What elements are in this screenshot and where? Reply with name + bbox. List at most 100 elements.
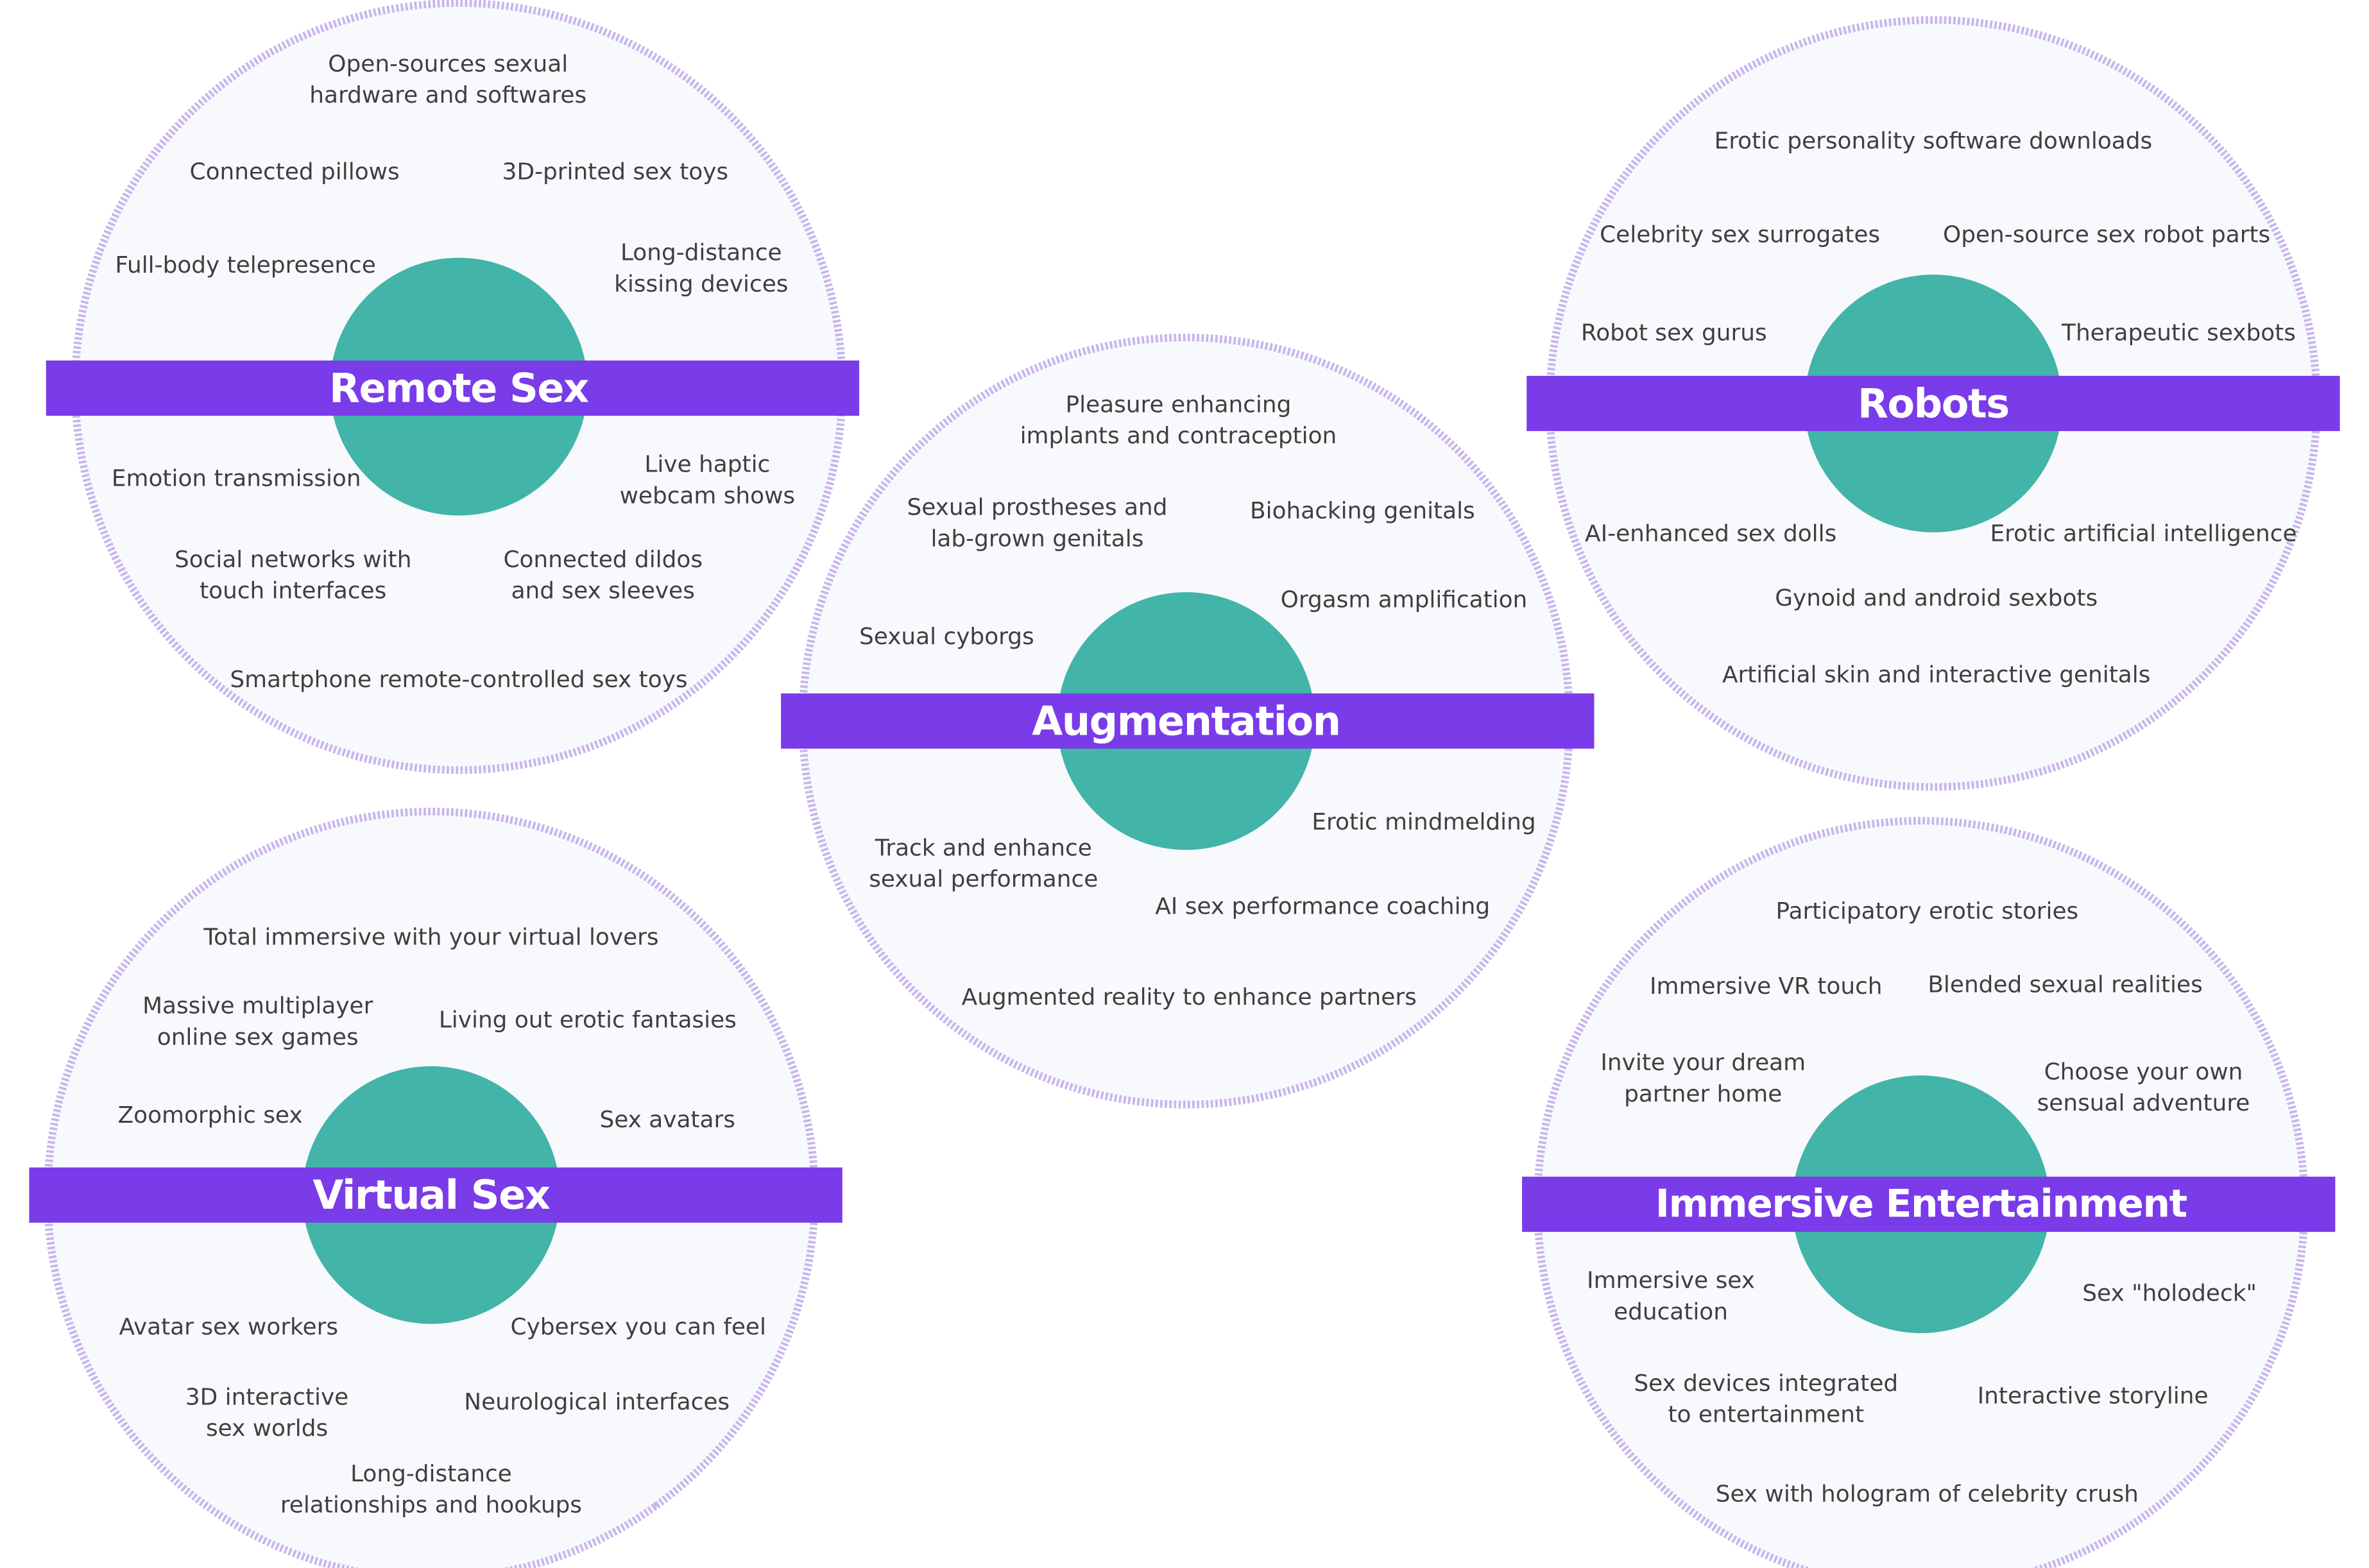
cluster-item: Neurological interfaces bbox=[464, 1389, 730, 1415]
cluster-item-line: partner home bbox=[1624, 1081, 1782, 1107]
cluster-item-line: sexual performance bbox=[869, 866, 1098, 892]
cluster-item: Immersive VR touch bbox=[1650, 973, 1883, 1000]
cluster-item: Artificial skin and interactive genitals bbox=[1722, 662, 2150, 688]
cluster-item: 3D interactive sex worlds bbox=[185, 1384, 348, 1442]
cluster-item: Sexual prostheses and lab-grown genitals bbox=[907, 495, 1167, 552]
cluster-item: Zoomorphic sex bbox=[118, 1102, 303, 1129]
cluster-item-line: online sex games bbox=[157, 1024, 359, 1050]
cluster-item-line: education bbox=[1614, 1299, 1728, 1325]
cluster-item-line: 3D-printed sex toys bbox=[502, 158, 728, 185]
cluster-item: AI-enhanced sex dolls bbox=[1585, 521, 1836, 547]
cluster-item-line: AI sex performance coaching bbox=[1155, 894, 1490, 920]
cluster-item-line: AI-enhanced sex dolls bbox=[1585, 521, 1836, 547]
cluster-item-line: Sex avatars bbox=[599, 1107, 735, 1133]
cluster-item-line: Long-distance bbox=[620, 240, 782, 266]
cluster-item-line: Total immersive with your virtual lovers bbox=[203, 925, 658, 951]
cluster-item: Gynoid and android sexbots bbox=[1775, 585, 2098, 611]
cluster-item: Massive multiplayer online sex games bbox=[142, 993, 373, 1051]
cluster-item: Biohacking genitals bbox=[1250, 498, 1475, 524]
cluster-item-line: Choose your own bbox=[2044, 1059, 2243, 1085]
cluster-item-line: Living out erotic fantasies bbox=[439, 1007, 737, 1034]
cluster-item-line: Connected dildos bbox=[503, 547, 703, 573]
cluster-item: Total immersive with your virtual lovers bbox=[203, 925, 658, 951]
cluster-item: Living out erotic fantasies bbox=[439, 1007, 737, 1034]
cluster-item-line: Orgasm amplification bbox=[1281, 586, 1528, 613]
cluster-item-line: Erotic mindmelding bbox=[1312, 809, 1535, 835]
cluster-item-line: hardware and softwares bbox=[309, 82, 586, 108]
cluster-item: Participatory erotic stories bbox=[1775, 898, 2078, 925]
cluster-item-line: Emotion transmission bbox=[112, 466, 361, 492]
cluster-item: Blended sexual realities bbox=[1928, 972, 2202, 998]
cluster-item: Erotic personality software downloads bbox=[1715, 128, 2153, 154]
cluster-title: Remote Sex bbox=[329, 364, 589, 411]
cluster-item-line: Smartphone remote-controlled sex toys bbox=[230, 667, 687, 693]
cluster-item-line: to entertainment bbox=[1668, 1402, 1864, 1428]
cluster-item: Sexual cyborgs bbox=[859, 624, 1034, 650]
cluster-item-line: Cybersex you can feel bbox=[511, 1314, 766, 1340]
cluster-item: Smartphone remote-controlled sex toys bbox=[230, 667, 687, 693]
cluster-item-line: Artificial skin and interactive genitals bbox=[1722, 662, 2150, 688]
cluster-title: Virtual Sex bbox=[312, 1172, 550, 1218]
cluster-title-band bbox=[46, 360, 860, 416]
cluster-item-line: Neurological interfaces bbox=[464, 1389, 730, 1415]
cluster-item-line: webcam shows bbox=[620, 482, 796, 509]
cluster-item: Sex avatars bbox=[599, 1107, 735, 1133]
cluster-item: Celebrity sex surrogates bbox=[1600, 221, 1880, 248]
cluster-item: Sex with hologram of celebrity crush bbox=[1716, 1481, 2139, 1508]
cluster-item: Long-distance kissing devices bbox=[614, 240, 788, 298]
cluster-item-line: lab-grown genitals bbox=[930, 525, 1143, 552]
cluster-title-band bbox=[781, 693, 1595, 749]
cluster-item-line: Invite your dream bbox=[1600, 1050, 1806, 1076]
cluster-item-line: Celebrity sex surrogates bbox=[1600, 221, 1880, 248]
cluster-item-line: relationships and hookups bbox=[280, 1492, 582, 1519]
cluster-item-line: Blended sexual realities bbox=[1928, 972, 2202, 998]
cluster-item-line: Sex with hologram of celebrity crush bbox=[1716, 1481, 2139, 1508]
cluster-item-line: sex worlds bbox=[206, 1415, 328, 1442]
cluster-item: 3D-printed sex toys bbox=[502, 158, 728, 185]
cluster-item-line: kissing devices bbox=[614, 271, 788, 297]
cluster-item-line: Sexual prostheses and bbox=[907, 495, 1167, 521]
cluster-item-line: Social networks with bbox=[175, 547, 412, 573]
cluster-item: Social networks with touch interfaces bbox=[175, 547, 412, 604]
cluster-item: Open-sources sexual hardware and software… bbox=[309, 51, 586, 108]
cluster-item-line: Connected pillows bbox=[190, 158, 400, 185]
cluster-title-band bbox=[1522, 1177, 2336, 1232]
cluster-item-line: Gynoid and android sexbots bbox=[1775, 585, 2098, 611]
cluster-item: Immersive sex education bbox=[1587, 1268, 1755, 1325]
cluster-item: Cybersex you can feel bbox=[511, 1314, 766, 1340]
cluster-item: Open-source sex robot parts bbox=[1943, 221, 2270, 248]
cluster-item: Robot sex gurus bbox=[1581, 320, 1767, 346]
cluster-item: Avatar sex workers bbox=[119, 1314, 339, 1340]
cluster-item-line: Augmented reality to enhance partners bbox=[962, 984, 1417, 1010]
cluster-item-line: 3D interactive bbox=[185, 1384, 348, 1410]
cluster-title: Immersive Entertainment bbox=[1655, 1182, 2187, 1227]
cluster-virtual-sex: Virtual Sex Total immersive with your vir… bbox=[29, 808, 842, 1568]
cluster-item-line: Robot sex gurus bbox=[1581, 320, 1767, 346]
cluster-item-line: Avatar sex workers bbox=[119, 1314, 339, 1340]
cluster-item-line: Massive multiplayer bbox=[142, 993, 373, 1019]
cluster-item: Connected pillows bbox=[190, 158, 400, 185]
cluster-item-line: Open-sources sexual bbox=[328, 51, 568, 77]
cluster-title-band bbox=[29, 1167, 842, 1223]
cluster-item: Orgasm amplification bbox=[1281, 586, 1528, 613]
cluster-immersive-entertainment: Immersive Entertainment Participatory ero… bbox=[1522, 817, 2336, 1568]
cluster-item: Augmented reality to enhance partners bbox=[962, 984, 1417, 1010]
cluster-item-line: Sex "holodeck" bbox=[2082, 1280, 2257, 1306]
cluster-item-line: touch interfaces bbox=[200, 578, 386, 604]
cluster-title: Robots bbox=[1858, 380, 2009, 427]
cluster-item: Sex "holodeck" bbox=[2082, 1280, 2257, 1306]
cluster-item-line: Participatory erotic stories bbox=[1775, 898, 2078, 925]
cluster-item-line: Biohacking genitals bbox=[1250, 498, 1475, 524]
cluster-item: Emotion transmission bbox=[112, 466, 361, 492]
cluster-item-line: Immersive sex bbox=[1587, 1268, 1755, 1294]
cluster-item: AI sex performance coaching bbox=[1155, 894, 1490, 920]
